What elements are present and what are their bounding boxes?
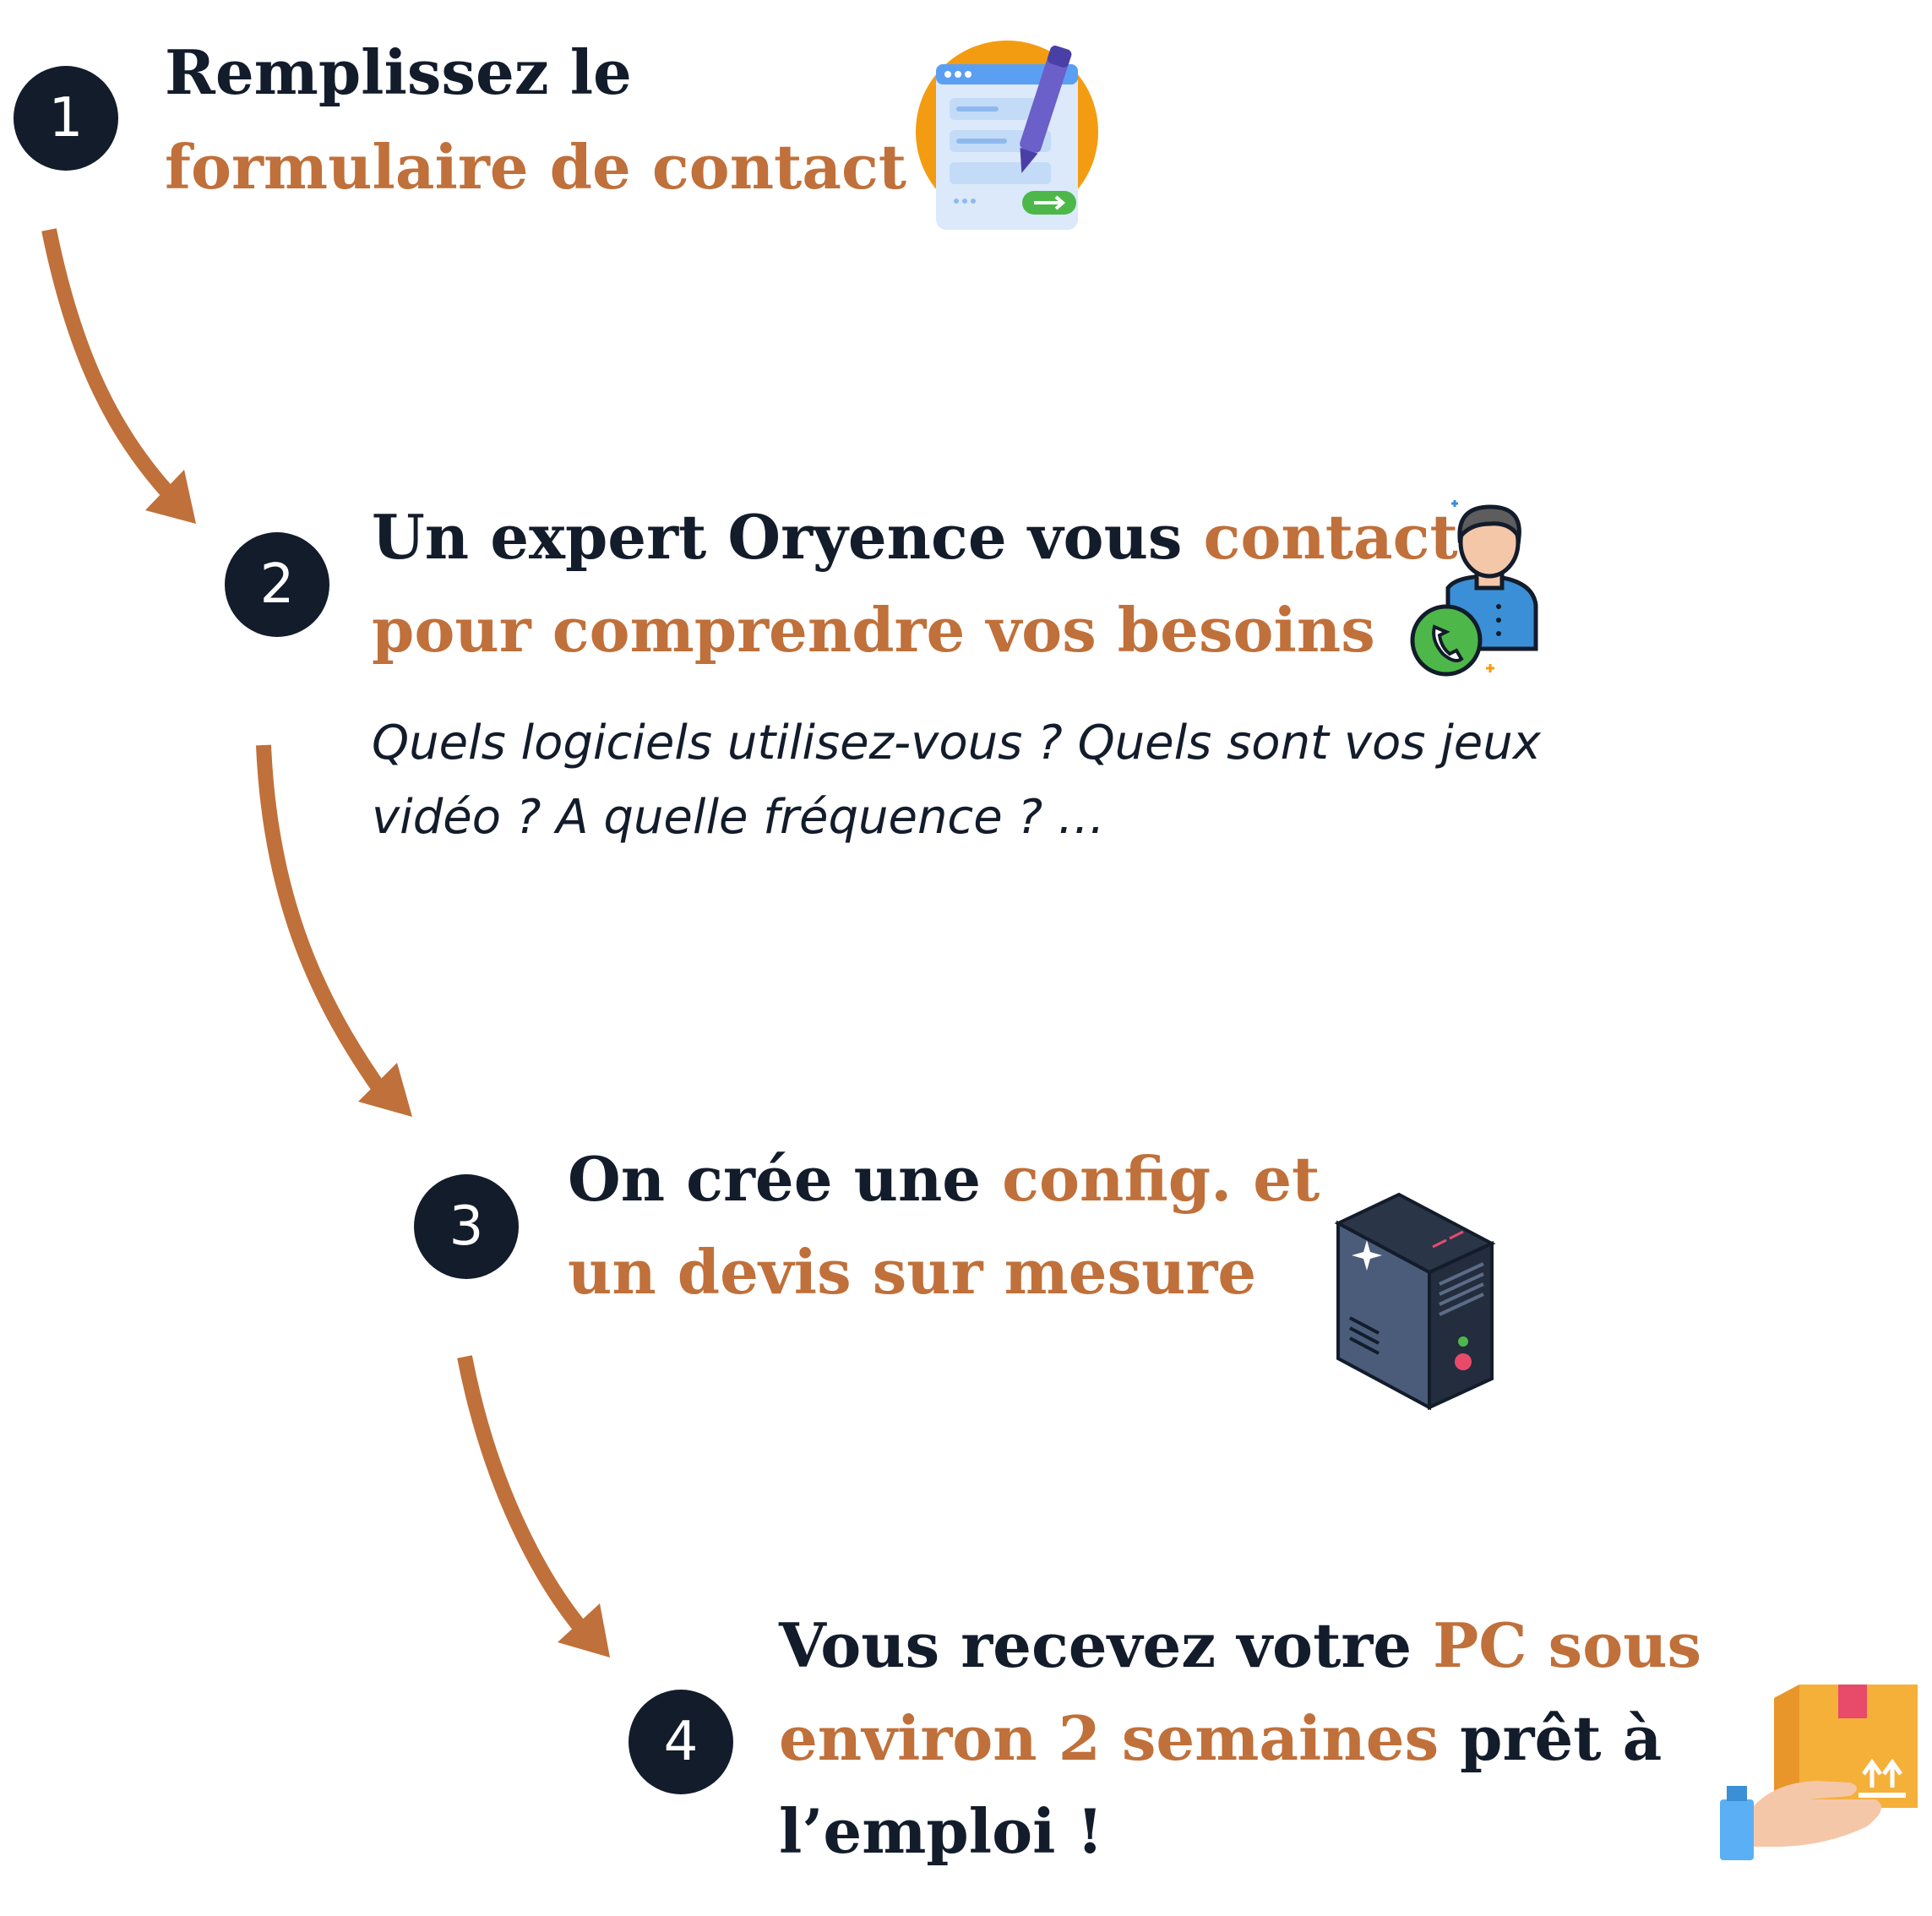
step-title-accent-text: formulaire de contact [165,131,907,203]
step-subtitle-line1: Quels logiciels utilisez-vous ? Quels so… [372,716,1541,770]
pc-tower-icon [1334,1192,1496,1411]
step-title-text: Remplissez le [165,36,632,108]
step-number-badge: 4 [629,1690,733,1794]
step-title-line1: Remplissez le [165,25,632,120]
step-title-accent-text: PC sous [1433,1609,1702,1681]
step-title-accent-text: config. et [1002,1143,1320,1215]
step-title-line2: formulaire de contact [165,120,906,215]
step-number-badge: 1 [14,66,118,171]
step-number-badge: 2 [225,532,329,637]
contact-form-icon [916,41,1098,230]
step-title-line2: pour comprendre vos besoins [372,583,1375,678]
package-delivery-icon [1720,1685,1918,1860]
step-title-line2: environ 2 semaines prêt à [779,1691,1662,1786]
step-title-text: prêt à [1439,1702,1663,1774]
step-title-text: On crée une [568,1143,1003,1215]
step-title-line1: Vous recevez votre PC sous [779,1598,1701,1693]
step-title-accent-text: contacte [1203,501,1497,573]
step-title-line3: l’emploi ! [779,1784,1103,1879]
step-title-line1: Un expert Oryence vous contacte [372,490,1497,585]
step-subtitle-line2: vidéo ? A quelle fréquence ? … [372,790,1105,845]
step-title-line1: On crée une config. et [568,1132,1320,1227]
step-title-accent-text: environ 2 semaines [779,1702,1439,1774]
step-title-accent-text: pour comprendre vos besoins [372,594,1375,666]
step-title-text: l’emploi ! [779,1795,1104,1867]
support-agent-phone-icon [1410,500,1538,677]
step-title-text: Vous recevez votre [779,1609,1434,1681]
step-title-line2: un devis sur mesure [568,1225,1256,1320]
step-number-badge: 3 [414,1174,519,1279]
step-title-accent-text: un devis sur mesure [568,1236,1257,1308]
step-title-text: Un expert Oryence vous [372,501,1204,573]
